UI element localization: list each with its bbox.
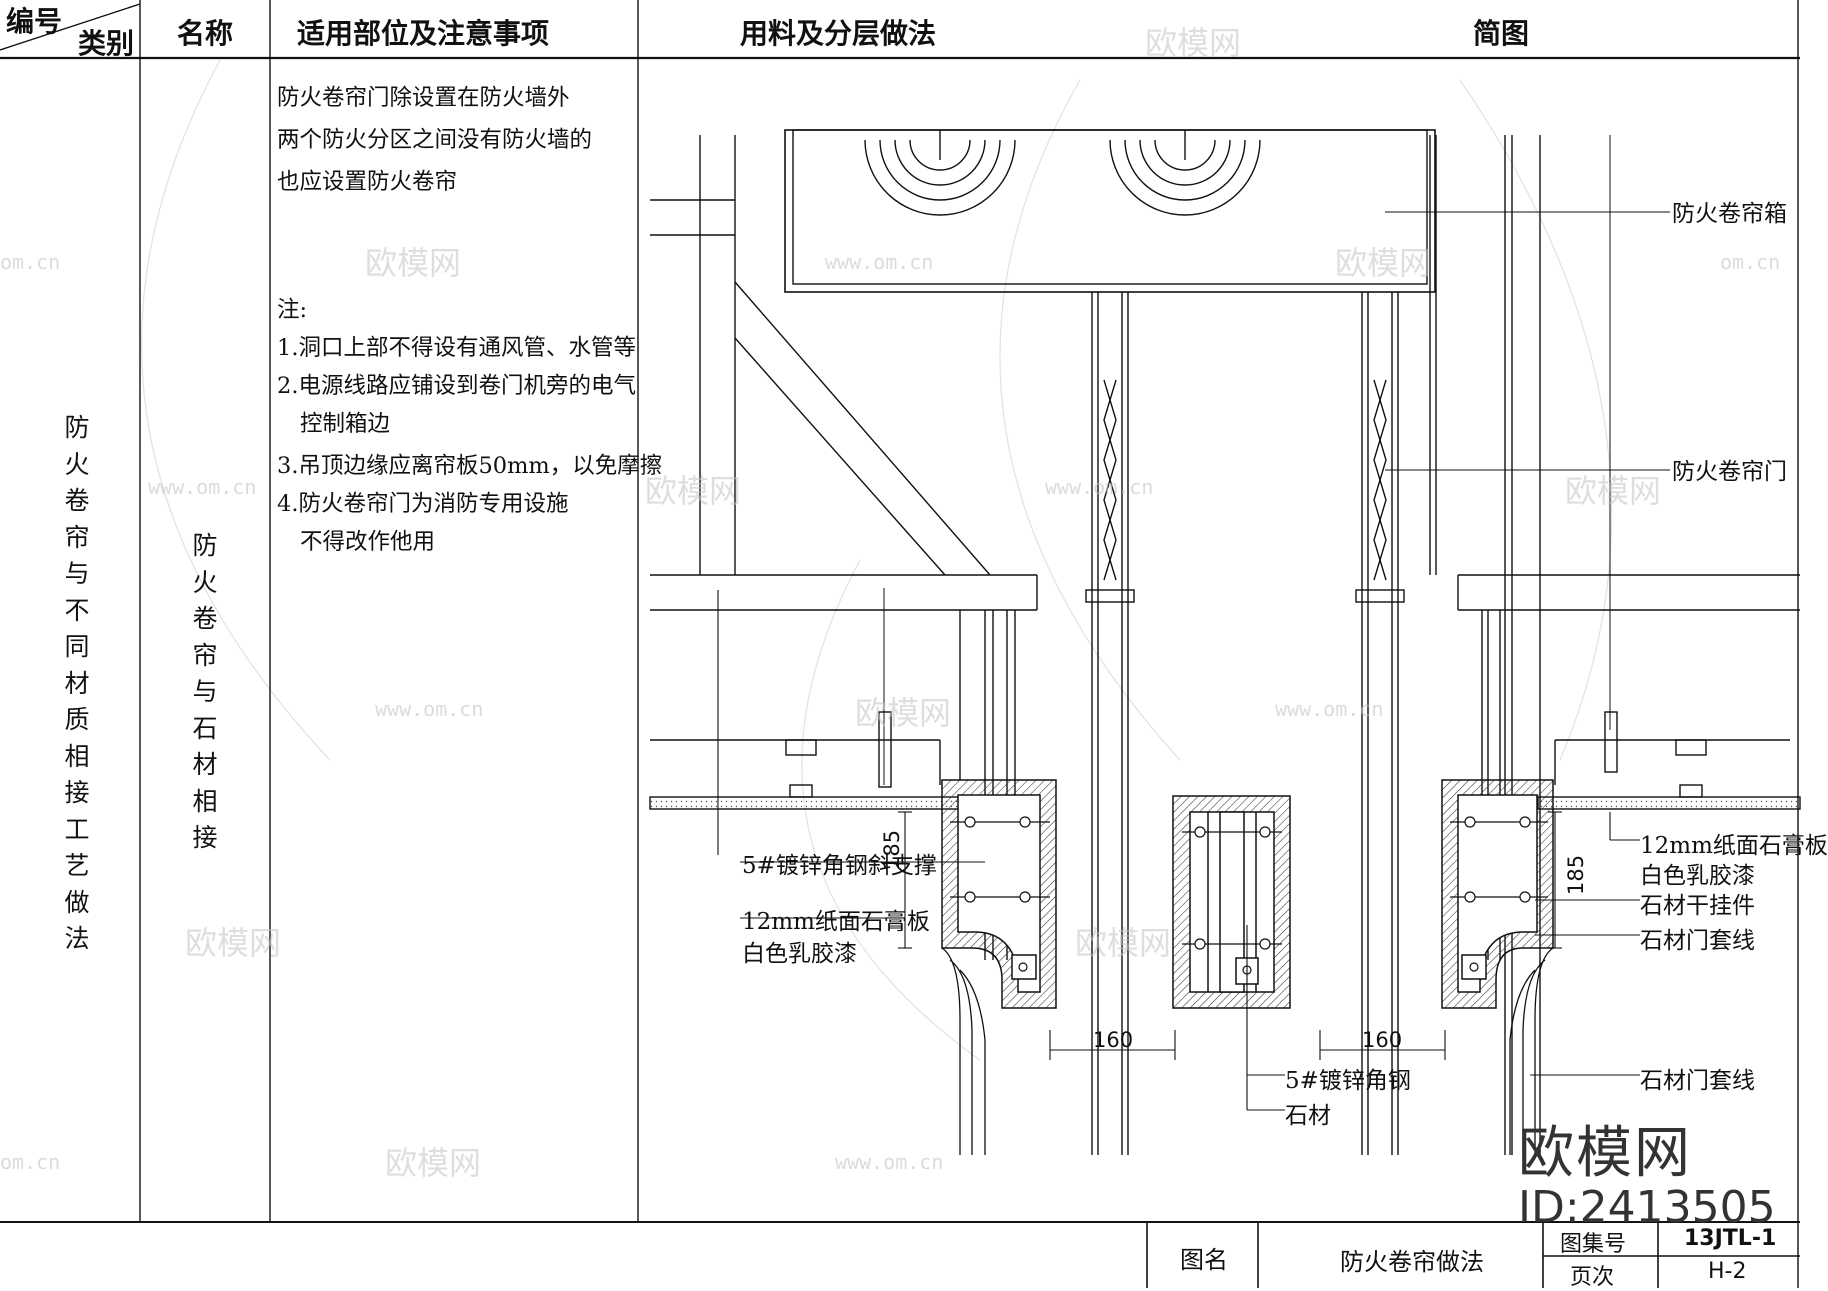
id-watermark: ID:2413505 xyxy=(1518,1182,1776,1233)
watermark-small: 欧模网 xyxy=(385,1144,482,1182)
watermark-url: www.om.cn xyxy=(148,475,257,499)
watermark-arcs xyxy=(141,59,1613,1061)
watermark-url: www.om.cn xyxy=(1275,697,1384,721)
title-value: 防火卷帘做法 xyxy=(1340,1248,1484,1276)
dim-left-height: 185 xyxy=(880,829,904,870)
label-shutter-door: 防火卷帘门 xyxy=(1672,459,1787,485)
dim-right-height: 185 xyxy=(1564,854,1588,895)
label-shutter-box: 防火卷帘箱 xyxy=(1672,201,1787,227)
watermark-url: om.cn xyxy=(1720,250,1781,274)
watermark-small: 欧模网 xyxy=(855,694,952,732)
dim-left-width: 160 xyxy=(1093,1028,1134,1052)
label-paint-right: 白色乳胶漆 xyxy=(1640,863,1755,889)
watermark-url: om.cn xyxy=(0,1150,61,1174)
label-stone-hanger: 石材干挂件 xyxy=(1640,893,1755,919)
note-item-1: 1.洞口上部不得设有通风管、水管等 xyxy=(277,335,636,361)
category-vertical-text: 防火 卷帘 与不 同材 质相 接工 艺做 法 xyxy=(64,413,90,953)
note-item-2-cont: 控制箱边 xyxy=(300,411,391,437)
watermark-url: www.om.cn xyxy=(835,1150,944,1174)
watermark-url: www.om.cn xyxy=(375,697,484,721)
watermark-small: 欧模网 xyxy=(1145,24,1242,62)
header-name: 名称 xyxy=(177,17,234,50)
atlas-label: 图集号 xyxy=(1560,1232,1627,1257)
label-gypsum-right: 12mm纸面石膏板 xyxy=(1640,833,1828,859)
watermark-small: 欧模网 xyxy=(1075,924,1172,962)
header-materials: 用料及分层做法 xyxy=(740,17,937,50)
watermark-small: 欧模网 xyxy=(185,924,282,962)
header-category: 类别 xyxy=(78,27,135,60)
watermark-small: 欧模网 xyxy=(365,244,462,282)
note-item-2: 2.电源线路应铺设到卷门机旁的电气 xyxy=(277,373,636,399)
label-stone-trim-1: 石材门套线 xyxy=(1640,928,1755,954)
note-item-4-cont: 不得改作他用 xyxy=(300,529,436,555)
right-stone-jamb xyxy=(1441,779,1554,1009)
name-vertical-text: 防火 卷帘 与石 材相 接 xyxy=(192,531,218,852)
center-stone-box xyxy=(1172,795,1291,1009)
leader-lines xyxy=(717,211,1670,1111)
bolts xyxy=(950,816,1548,975)
note-line-3: 也应设置防火卷帘 xyxy=(277,169,458,195)
label-stone: 石材 xyxy=(1285,1103,1331,1129)
note-item-4: 4.防火卷帘门为消防专用设施 xyxy=(277,491,569,517)
page-label: 页次 xyxy=(1570,1265,1615,1290)
note-heading: 注: xyxy=(277,297,308,323)
atlas-value: 13JTL-1 xyxy=(1684,1226,1777,1251)
label-stone-trim-2: 石材门套线 xyxy=(1640,1068,1755,1094)
header-sketch: 简图 xyxy=(1473,17,1530,50)
watermark-url: www.om.cn xyxy=(825,250,934,274)
door-trim-curves xyxy=(941,947,1554,1155)
header-scope: 适用部位及注意事项 xyxy=(297,17,550,50)
watermark-small: 欧模网 xyxy=(1565,472,1662,510)
header-code: 编号 xyxy=(6,5,63,38)
watermark-url: om.cn xyxy=(0,250,61,274)
left-stone-jamb xyxy=(941,779,1057,1009)
section-drawing xyxy=(649,129,1801,1155)
watermark-url: www.om.cn xyxy=(1045,475,1154,499)
title-label: 图名 xyxy=(1180,1246,1228,1274)
label-paint-left: 白色乳胶漆 xyxy=(742,941,857,967)
note-line-1: 防火卷帘门除设置在防火墙外 xyxy=(277,85,570,111)
label-gypsum-left: 12mm纸面石膏板 xyxy=(742,909,930,935)
label-angle-steel: 5#镀锌角钢 xyxy=(1285,1068,1411,1094)
dim-right-width: 160 xyxy=(1362,1028,1403,1052)
label-angle-brace: 5#镀锌角钢斜支撑 xyxy=(742,853,937,879)
watermark-small: 欧模网 xyxy=(645,472,742,510)
watermark-small: 欧模网 xyxy=(1335,244,1432,282)
page-value: H-2 xyxy=(1708,1259,1747,1284)
note-item-3: 3.吊顶边缘应离帘板50mm，以免摩擦 xyxy=(277,453,663,479)
note-line-2: 两个防火分区之间没有防火墙的 xyxy=(277,127,593,153)
brand-watermark: 欧模网 xyxy=(1518,1121,1692,1186)
